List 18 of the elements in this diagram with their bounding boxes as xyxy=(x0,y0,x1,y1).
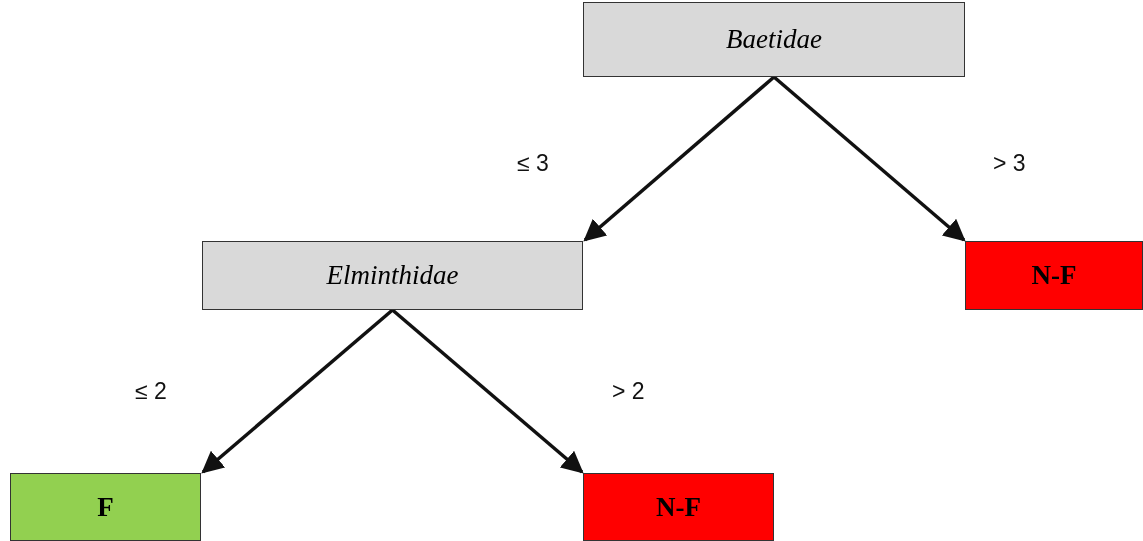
taxon-name: Elminthidae xyxy=(326,260,459,291)
class-box xyxy=(10,473,201,541)
class-box xyxy=(965,241,1143,310)
edge-label: > 2 xyxy=(612,378,645,405)
edge-label: > 3 xyxy=(993,150,1026,177)
class-label: F xyxy=(97,491,114,523)
class-label: N-F xyxy=(1031,260,1077,291)
taxon-name: Baetidae xyxy=(726,24,822,55)
taxon-box xyxy=(202,241,583,310)
class-box xyxy=(583,473,774,541)
arrow xyxy=(772,75,966,242)
edge-label: ≤ 3 xyxy=(517,150,549,177)
arrow xyxy=(391,308,584,474)
arrow xyxy=(201,308,394,474)
taxon-box xyxy=(583,2,965,77)
edge-label: ≤ 2 xyxy=(135,378,167,405)
arrow xyxy=(583,75,776,242)
class-label: N-F xyxy=(656,491,701,523)
